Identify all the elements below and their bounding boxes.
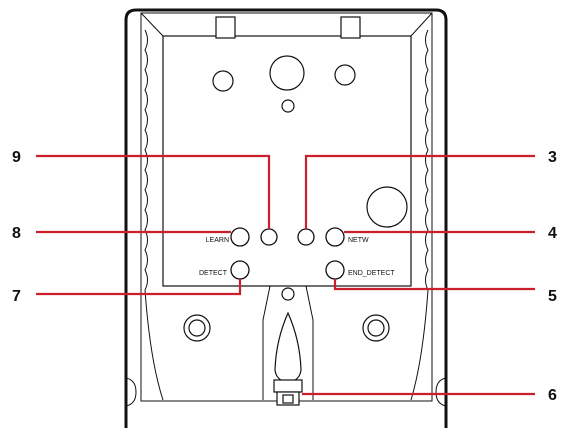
callout-5: 5 (548, 288, 557, 305)
netw-button (325, 227, 345, 247)
leader-3 (304, 154, 535, 229)
learn-button (230, 227, 250, 247)
callout-8: 8 (12, 225, 21, 242)
led-9 (260, 228, 278, 246)
right-rail (425, 29, 429, 291)
top-tab-left (215, 16, 236, 39)
center-small-hole (281, 287, 295, 301)
right-notch (435, 377, 447, 407)
callout-4: 4 (548, 225, 557, 242)
leader-5 (333, 279, 535, 291)
latch-shape (274, 311, 302, 384)
end-detect-button (325, 260, 345, 280)
housing-outer (124, 8, 448, 428)
corner-bevel-tl (140, 12, 164, 37)
callout-3: 3 (548, 149, 557, 166)
latch-channel (262, 285, 314, 400)
housing-inner (140, 12, 433, 402)
netw-label: NETW (348, 237, 369, 244)
inner-panel (162, 35, 412, 287)
screw-mount-right (362, 314, 390, 342)
hole-upper-center-large (269, 55, 305, 91)
leader-lines (36, 154, 535, 396)
left-notch (125, 377, 137, 407)
callout-9: 9 (12, 149, 21, 166)
learn-label: LEARN (206, 237, 229, 244)
top-tab-right (340, 16, 361, 39)
left-lower-curve (144, 289, 164, 401)
clip-6 (273, 379, 303, 406)
hole-upper-right (334, 64, 356, 86)
left-rail (144, 29, 148, 291)
leader-9 (36, 154, 271, 229)
housing (124, 8, 448, 428)
callout-7: 7 (12, 288, 21, 305)
corner-bevel-tr (410, 12, 433, 37)
right-lower-curve (410, 289, 429, 401)
hole-upper-left (212, 70, 234, 92)
screw-mount-left (183, 314, 211, 342)
leader-7 (36, 279, 242, 296)
detect-label: DETECT (199, 270, 228, 277)
hole-upper-center-small (281, 99, 295, 113)
led-3 (297, 228, 315, 246)
detect-button (230, 260, 250, 280)
callout-6: 6 (548, 387, 557, 404)
sensor-window (366, 186, 408, 228)
end-detect-label: END_DETECT (348, 270, 395, 277)
